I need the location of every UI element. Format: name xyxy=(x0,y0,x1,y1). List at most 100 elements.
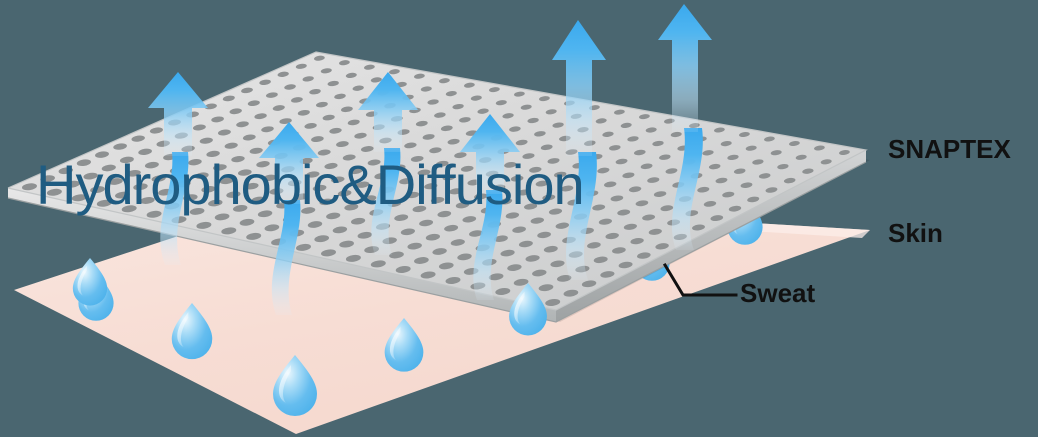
fabric-pore xyxy=(513,91,525,97)
fabric-pore xyxy=(530,217,545,224)
fabric-pore xyxy=(752,159,764,165)
fabric-pore xyxy=(317,149,331,156)
fabric-pore xyxy=(593,256,608,264)
fabric-pore xyxy=(500,249,515,257)
fabric-pore xyxy=(665,168,678,174)
fabric-pore xyxy=(211,116,224,123)
fabric-pore xyxy=(224,142,238,149)
fabric-pore xyxy=(213,164,227,171)
fabric-top-surface xyxy=(8,52,866,310)
fabric-pore xyxy=(613,109,625,115)
fabric-pore xyxy=(354,132,367,139)
fabric-pore xyxy=(339,240,354,248)
fabric-pore xyxy=(226,191,241,198)
fabric-pore xyxy=(802,168,814,174)
fabric-pore xyxy=(777,163,789,170)
fabric-pore xyxy=(535,180,549,187)
fabric-pore xyxy=(474,193,488,200)
fabric-pore xyxy=(715,177,728,184)
fabric-pore xyxy=(259,79,271,86)
fabric-pore xyxy=(795,154,807,160)
fabric-pore xyxy=(363,64,375,70)
fabric-pore xyxy=(838,149,850,156)
fabric-pore xyxy=(457,253,472,261)
sweat-droplet xyxy=(509,283,547,336)
fabric-pore xyxy=(460,165,474,172)
fabric-pore xyxy=(121,205,137,213)
fabric-pore xyxy=(733,168,746,174)
fabric-pore xyxy=(214,213,230,221)
fabric-pore xyxy=(597,167,610,174)
fabric-pore xyxy=(246,232,262,240)
fabric-pore xyxy=(108,178,123,185)
fabric-pore xyxy=(788,140,800,147)
fabric-pore xyxy=(653,191,667,197)
fabric-pore xyxy=(617,209,631,216)
sweat-droplet-group-front xyxy=(72,258,547,416)
vapor-diffusion-arrow xyxy=(552,20,606,280)
fabric-pore xyxy=(495,100,507,106)
fabric-pore xyxy=(301,207,316,214)
fabric-pore xyxy=(429,147,442,154)
fabric-pore xyxy=(309,88,321,95)
fabric-pore xyxy=(708,163,721,170)
fabric-pore xyxy=(138,148,152,155)
fabric-pore xyxy=(389,251,404,259)
sweat-droplet xyxy=(384,318,424,372)
fabric-pore xyxy=(747,196,760,203)
fabric-pore xyxy=(284,84,296,90)
fabric-pore xyxy=(470,95,482,101)
fabric-pore xyxy=(697,186,710,193)
fabric-pore xyxy=(552,122,564,128)
fabric-pore xyxy=(201,185,216,193)
vapor-diffusion-arrow xyxy=(460,114,520,300)
fabric-pore xyxy=(534,131,546,137)
fabric-pore xyxy=(454,152,467,159)
fabric-pore xyxy=(355,181,370,188)
fabric-pore xyxy=(727,154,739,161)
fabric-pore xyxy=(22,183,37,191)
fabric-pore xyxy=(438,78,450,84)
fabric-pore xyxy=(344,203,359,211)
vapor-diffusion-arrow xyxy=(148,72,208,265)
fabric-pore xyxy=(313,55,325,61)
fabric-pore xyxy=(550,260,565,268)
fabric-pore xyxy=(71,194,87,202)
fabric-pore xyxy=(600,271,615,278)
fabric-pore xyxy=(435,160,449,167)
fabric-pore xyxy=(540,144,553,151)
fabric-pore xyxy=(518,240,533,248)
fabric-pore xyxy=(542,194,556,201)
fabric-pore xyxy=(581,280,597,288)
fabric-pore xyxy=(770,150,782,156)
sweat-leader-line xyxy=(662,262,738,297)
fabric-pore xyxy=(261,126,274,133)
fabric-pore xyxy=(229,108,242,115)
fabric-pore xyxy=(702,150,714,156)
fabric-pore xyxy=(545,109,557,115)
fabric-pore xyxy=(527,117,539,124)
fabric-pore xyxy=(420,86,432,92)
fabric-pore xyxy=(347,119,360,126)
label-snaptex: SNAPTEX xyxy=(888,134,1011,164)
fabric-pore xyxy=(560,185,574,192)
fabric-pore xyxy=(249,147,263,154)
fabric-pore xyxy=(345,72,357,78)
fabric-pore xyxy=(321,249,336,257)
fabric-pore xyxy=(101,164,116,172)
fabric-pore xyxy=(290,97,303,103)
fabric-pore xyxy=(440,125,453,132)
fabric-pore xyxy=(459,117,471,123)
fabric-pore xyxy=(610,195,624,202)
fabric-pore xyxy=(340,106,353,113)
fabric-pore xyxy=(40,175,55,183)
fabric-pore xyxy=(247,100,260,107)
fabric-pore xyxy=(304,123,317,129)
fabric-pore xyxy=(509,126,521,132)
fabric-pore xyxy=(113,143,127,150)
fabric-pore xyxy=(254,113,267,120)
fabric-pore xyxy=(221,227,237,235)
fabric-pore xyxy=(351,217,366,225)
fabric-pore xyxy=(236,121,249,128)
